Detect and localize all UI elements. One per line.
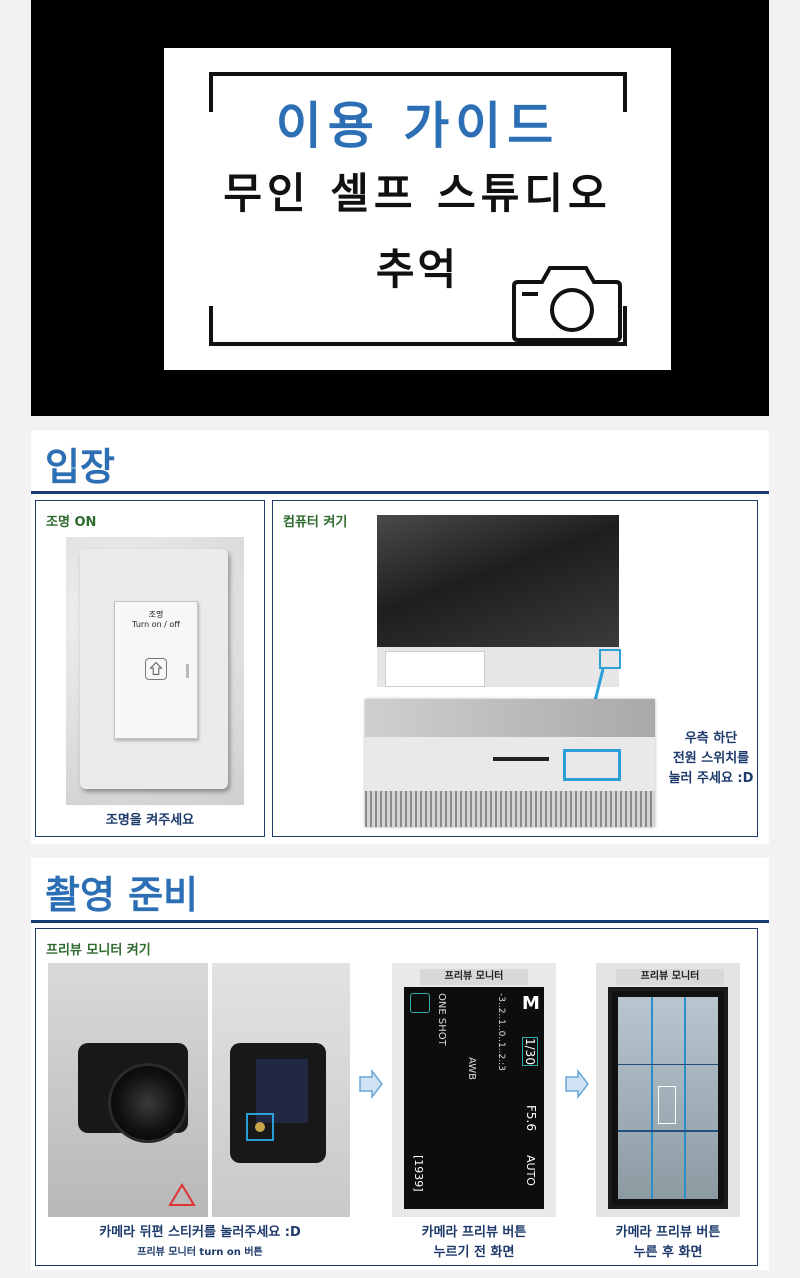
notice-sticker — [385, 651, 485, 687]
light-step-label: 조명 ON — [46, 515, 97, 530]
caption-camera-sticker: 카메라 뒤편 스티커를 눌러주세요 :D 프리뷰 모니터 turn on 버튼 — [48, 1223, 352, 1263]
focus-mode: ONE SHOT — [436, 993, 447, 1046]
vent-grille — [365, 791, 655, 827]
caption-camera-sticker-line-1: 카메라 뒤편 스티커를 눌러주세요 :D — [99, 1225, 301, 1240]
sticker-highlight — [246, 1113, 274, 1141]
preview-monitor-label: 프리뷰 모니터 — [616, 969, 724, 985]
aperture: F5.6 — [524, 1105, 538, 1131]
computer-caption-line-3: 눌러 주세요 :D — [668, 771, 754, 786]
monitor-bezel — [377, 647, 619, 687]
section-title-entry: 입장 — [45, 445, 115, 489]
white-balance: AWB — [466, 1057, 477, 1081]
iso-value: AUTO — [524, 1155, 537, 1186]
caption-before-line-1: 카메라 프리뷰 버튼 — [421, 1225, 527, 1240]
caption-before-line-2: 누르기 전 화면 — [433, 1245, 515, 1260]
frame-bottom — [209, 306, 627, 346]
shots-remaining: [1939] — [412, 1155, 425, 1192]
caption-after-preview: 카메라 프리뷰 버튼 누른 후 화면 — [596, 1223, 740, 1263]
switch-label-en: Turn on / off — [132, 620, 180, 629]
computer-caption-line-1: 우측 하단 — [684, 731, 738, 746]
camera-settings-screen: ONE SHOT AWB -3..2..1..0..1..2.:3 M 1/30… — [404, 987, 544, 1209]
light-switch[interactable]: 조명 Turn on / off — [114, 601, 198, 739]
preview-step-box: 프리뷰 모니터 켜기 프리뷰 모니터 ONE SHOT AWB — [35, 928, 758, 1266]
studio-subtitle: 무인 셀프 스튜디오 — [223, 169, 612, 218]
power-switch-highlight — [599, 649, 621, 669]
section-divider — [31, 491, 769, 494]
exposure-scale: -3..2..1..0..1..2.:3 — [496, 993, 506, 1071]
lens — [108, 1063, 188, 1143]
switch-indicator — [186, 664, 189, 678]
live-view-photo: 프리뷰 모니터 — [596, 963, 740, 1217]
arrow-right-icon — [565, 1069, 589, 1099]
camera-front-photo — [48, 963, 208, 1217]
warning-icon — [168, 1183, 196, 1206]
caption-after-line-1: 카메라 프리뷰 버튼 — [615, 1225, 721, 1240]
camera-lcd — [256, 1059, 308, 1123]
monitor-photo — [377, 515, 619, 687]
preview-step-label: 프리뷰 모니터 켜기 — [46, 943, 151, 958]
computer-step-box: 컴퓨터 켜기 우측 하단 전원 스위치를 눌러 주세요 :D — [272, 500, 758, 837]
settings-screen-photo: 프리뷰 모니터 ONE SHOT AWB -3..2..1..0..1..2.:… — [392, 963, 556, 1217]
prep-section: 촬영 준비 프리뷰 모니터 켜기 프리뷰 모니터 ONE — [31, 858, 769, 1270]
monitor-screen — [377, 515, 619, 647]
mode-dial-icon — [410, 993, 430, 1013]
arrow-right-icon — [359, 1069, 383, 1099]
card-slot — [493, 757, 549, 761]
bulb-icon — [145, 658, 167, 680]
power-button[interactable] — [563, 749, 621, 781]
power-switch-closeup — [365, 699, 655, 827]
camera-icon — [512, 266, 622, 342]
light-switch-photo: 조명 Turn on / off — [66, 537, 244, 805]
shutter-speed: 1/30 — [522, 1037, 538, 1066]
preview-monitor-label: 프리뷰 모니터 — [420, 969, 528, 985]
caption-before-preview: 카메라 프리뷰 버튼 누르기 전 화면 — [392, 1223, 556, 1263]
switch-plate: 조명 Turn on / off — [80, 549, 228, 789]
frame-top — [209, 72, 627, 112]
hero-banner: 이용 가이드 무인 셀프 스튜디오 추억 — [31, 0, 769, 416]
entry-section: 입장 조명 ON 조명 Turn on / off 조명을 켜주세요 — [31, 430, 769, 844]
computer-step-label: 컴퓨터 켜기 — [283, 515, 348, 530]
computer-caption-line-2: 전원 스위치를 — [672, 751, 750, 766]
camera-back-photo — [212, 963, 350, 1217]
preview-sticker-button[interactable] — [255, 1122, 265, 1132]
shooting-mode: M — [522, 993, 540, 1014]
light-step-box: 조명 ON 조명 Turn on / off 조명을 켜주세요 — [35, 500, 265, 837]
caption-after-line-2: 누른 후 화면 — [633, 1245, 703, 1260]
computer-caption: 우측 하단 전원 스위치를 눌러 주세요 :D — [665, 729, 757, 789]
light-caption: 조명을 켜주세요 — [105, 813, 195, 828]
switch-label: 조명 — [148, 610, 164, 619]
guide-title: 이용 가이드 — [275, 97, 560, 155]
studio-name: 추억 — [375, 245, 460, 294]
section-divider — [31, 920, 769, 923]
caption-camera-sticker-line-2: 프리뷰 모니터 turn on 버튼 — [137, 1247, 263, 1258]
focus-frame — [658, 1085, 676, 1124]
live-view-screen — [608, 987, 728, 1209]
section-title-prep: 촬영 준비 — [45, 873, 199, 917]
hero-card: 이용 가이드 무인 셀프 스튜디오 추억 — [164, 48, 671, 370]
